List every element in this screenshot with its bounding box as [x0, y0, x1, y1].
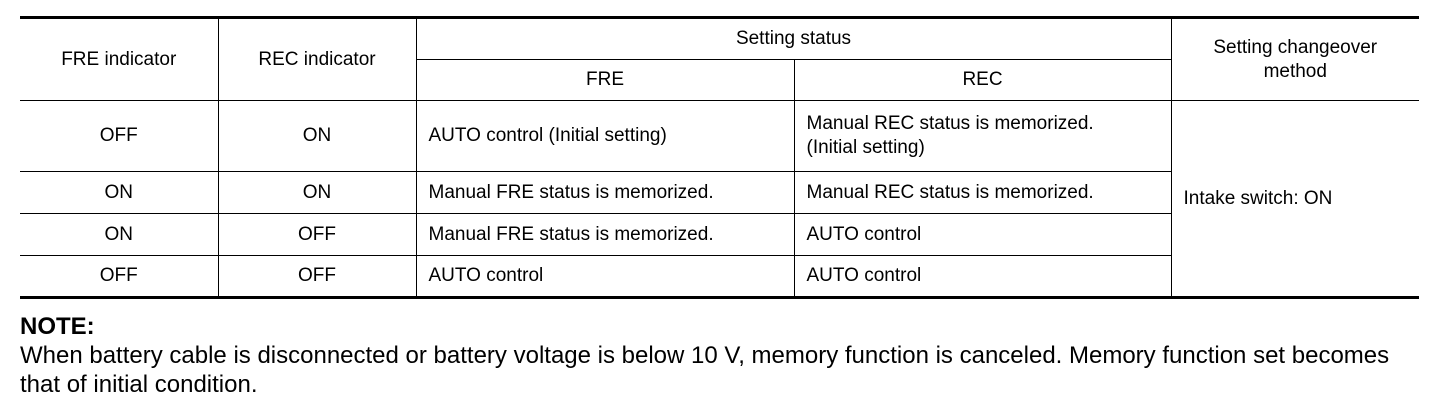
cell-status-fre: AUTO control (Initial setting)	[415, 100, 795, 172]
header-setting-status-rec: REC	[793, 59, 1171, 101]
cell-fre-indicator: OFF	[20, 100, 219, 172]
table-row: ON ON Manual FRE status is memorized. Ma…	[20, 171, 1419, 214]
cell-rec-indicator: OFF	[217, 213, 417, 256]
header-setting-status-fre: FRE	[416, 59, 795, 101]
cell-status-rec: Manual REC status is memorized. (Initial…	[793, 100, 1172, 172]
header-fre-indicator: FRE indicator	[20, 17, 219, 101]
cell-fre-indicator: ON	[20, 213, 219, 256]
table-row: ON OFF Manual FRE status is memorized. A…	[20, 213, 1419, 256]
table-subheader-row: FRE REC	[20, 59, 1419, 101]
header-rec-indicator: REC indicator	[217, 17, 417, 101]
note-title: NOTE:	[20, 313, 95, 340]
cell-status-rec: AUTO control	[793, 255, 1171, 298]
cell-fre-indicator: OFF	[20, 255, 219, 298]
note-text: When battery cable is disconnected or ba…	[20, 342, 1390, 398]
header-changeover-method: Setting changeover method	[1170, 17, 1419, 101]
cell-status-rec: Manual REC status is memorized.	[793, 171, 1171, 214]
note-section: NOTE: When battery cable is disconnected…	[20, 312, 1432, 399]
cell-changeover-method: Intake switch: ON	[1170, 100, 1419, 298]
cell-status-rec: AUTO control	[793, 213, 1171, 256]
cell-status-rec-line: Manual REC status is memorized.	[806, 113, 1094, 135]
table-row: OFF OFF AUTO control AUTO control	[20, 255, 1419, 298]
cell-rec-indicator: OFF	[217, 255, 417, 298]
setting-status-table: FRE indicator REC indicator Setting stat…	[20, 16, 1419, 299]
header-setting-status: Setting status	[415, 17, 1172, 60]
table-header-row: FRE indicator REC indicator Setting stat…	[20, 17, 1419, 101]
cell-status-fre: Manual FRE status is memorized.	[415, 171, 795, 214]
table-row: OFF ON AUTO control (Initial setting) Ma…	[20, 100, 1419, 298]
cell-fre-indicator: ON	[20, 171, 219, 214]
cell-status-fre: AUTO control	[415, 255, 795, 298]
cell-status-fre: Manual FRE status is memorized.	[415, 213, 795, 256]
cell-status-rec-line: (Initial setting)	[806, 137, 925, 158]
cell-rec-indicator: ON	[217, 100, 417, 172]
cell-rec-indicator: ON	[217, 171, 417, 214]
